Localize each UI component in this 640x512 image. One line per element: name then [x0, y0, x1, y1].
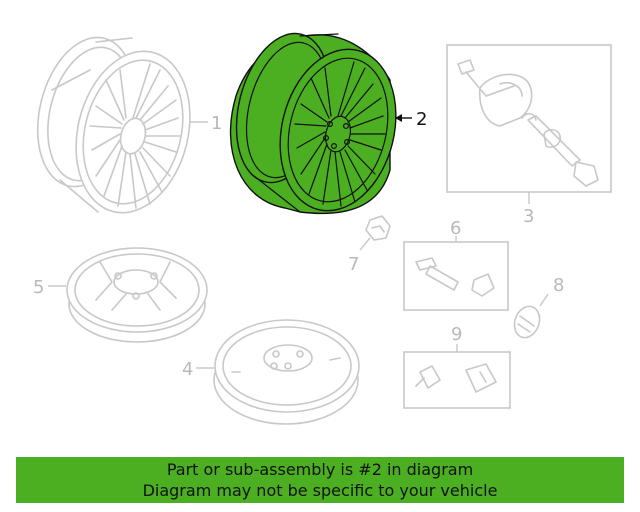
info-banner: Part or sub-assembly is #2 in diagram Di… [16, 457, 624, 503]
callout-7: 7 [348, 237, 371, 275]
callout-3: 3 [523, 192, 534, 227]
callout-number-7: 7 [348, 254, 359, 275]
part-6-valve-stem[interactable] [403, 241, 509, 311]
part-2-alloy-wheel[interactable] [222, 24, 412, 223]
banner-line-disclaimer: Diagram may not be specific to your vehi… [142, 481, 498, 500]
callout-2: 2 [395, 109, 427, 130]
part-4-spare-wheel[interactable] [213, 319, 360, 425]
part-3-tire-pressure-sensor[interactable] [446, 44, 612, 193]
parts-diagram: 1 2 3 [23, 24, 612, 425]
part-8-center-cap[interactable] [510, 303, 543, 341]
callout-number-5: 5 [33, 277, 44, 298]
callout-6: 6 [450, 218, 461, 242]
callout-number-1: 1 [211, 113, 222, 134]
callout-5: 5 [33, 277, 66, 298]
part-7-lug-nut[interactable] [365, 215, 391, 241]
callout-number-9: 9 [451, 324, 462, 345]
callout-number-4: 4 [182, 359, 193, 380]
part-9-wheel-lock[interactable] [403, 351, 511, 409]
callout-8: 8 [539, 275, 564, 307]
part-5-steel-wheel[interactable] [66, 247, 208, 343]
callout-1: 1 [190, 113, 222, 134]
callout-number-8: 8 [553, 275, 564, 296]
callout-number-6: 6 [450, 218, 461, 239]
part-1-alloy-wheel[interactable] [23, 27, 206, 225]
callout-9: 9 [451, 324, 462, 352]
callout-number-2: 2 [416, 109, 427, 130]
banner-line-part: Part or sub-assembly is #2 in diagram [166, 460, 474, 479]
callout-number-3: 3 [523, 206, 534, 227]
callout-4: 4 [182, 359, 214, 380]
